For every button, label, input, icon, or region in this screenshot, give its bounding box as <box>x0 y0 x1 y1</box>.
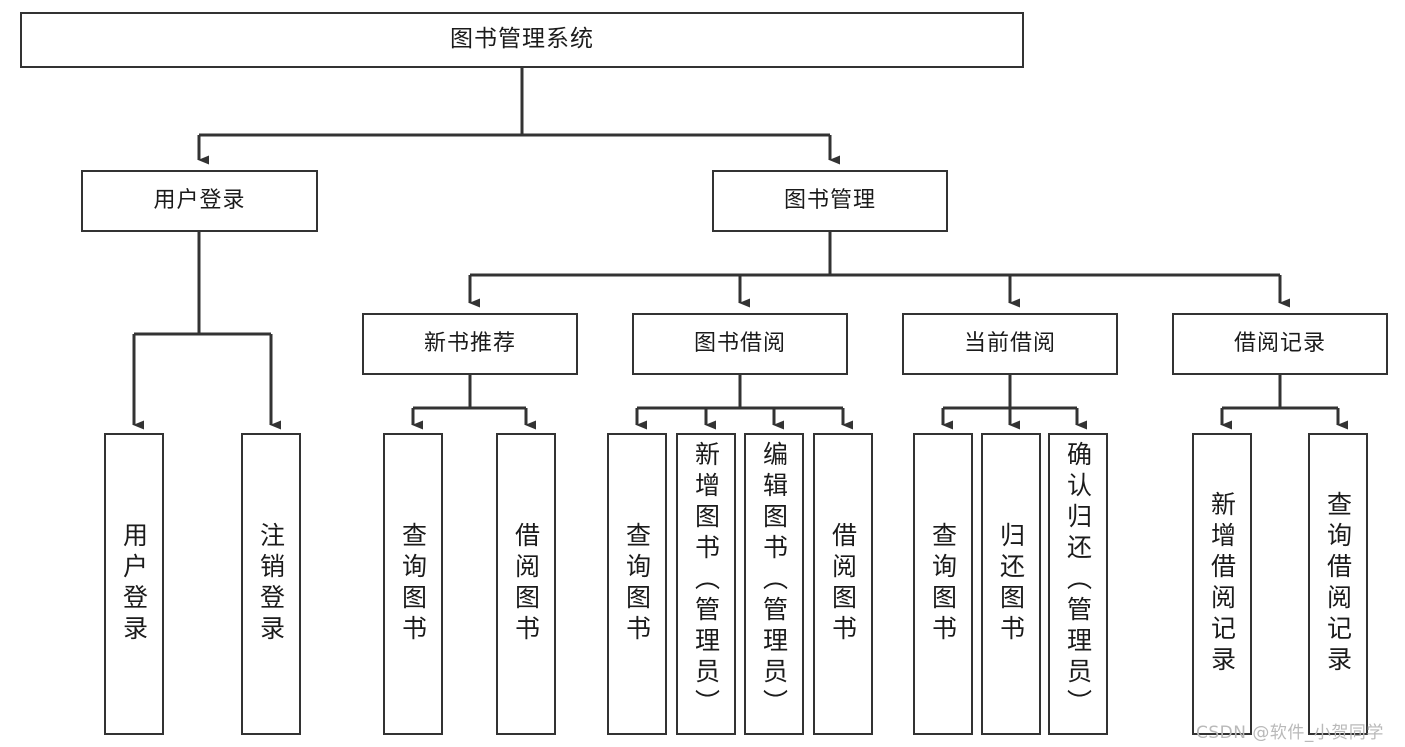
node-root[interactable]: 图书管理系统 <box>20 12 1024 68</box>
node-leaf-add-record-label: 新增借阅记录 <box>1207 491 1237 677</box>
node-leaf-query-book-3-label: 查询图书 <box>928 522 958 646</box>
node-book-manage[interactable]: 图书管理 <box>712 170 948 232</box>
node-user-login-label: 用户登录 <box>153 188 246 214</box>
node-current-borrow-label: 当前借阅 <box>963 331 1056 357</box>
node-leaf-return-book[interactable]: 归还图书 <box>981 433 1041 735</box>
node-user-login[interactable]: 用户登录 <box>81 170 318 232</box>
node-leaf-add-record[interactable]: 新增借阅记录 <box>1192 433 1252 735</box>
node-leaf-add-book[interactable]: 新增图书（管理员） <box>676 433 736 735</box>
node-leaf-return-book-label: 归还图书 <box>996 522 1026 646</box>
node-leaf-user-logout[interactable]: 注销登录 <box>241 433 301 735</box>
node-book-manage-label: 图书管理 <box>783 188 876 214</box>
csdn-watermark: CSDN @软件_小贺同学 <box>1196 723 1384 743</box>
node-leaf-confirm-return[interactable]: 确认归还（管理员） <box>1048 433 1108 735</box>
node-leaf-user-login-label: 用户登录 <box>119 522 149 646</box>
node-new-book-recommend-label: 新书推荐 <box>423 331 516 357</box>
node-leaf-borrow-book-2-label: 借阅图书 <box>828 522 858 646</box>
node-borrow-record[interactable]: 借阅记录 <box>1172 313 1388 375</box>
node-leaf-borrow-book-2[interactable]: 借阅图书 <box>813 433 873 735</box>
node-leaf-query-record-label: 查询借阅记录 <box>1323 491 1353 677</box>
node-leaf-query-book-2-label: 查询图书 <box>622 522 652 646</box>
node-borrow-record-label: 借阅记录 <box>1233 331 1326 357</box>
node-leaf-confirm-return-label: 确认归还（管理员） <box>1063 441 1093 720</box>
node-leaf-user-login[interactable]: 用户登录 <box>104 433 164 735</box>
node-leaf-user-logout-label: 注销登录 <box>256 522 286 646</box>
node-new-book-recommend[interactable]: 新书推荐 <box>362 313 578 375</box>
node-leaf-add-book-label: 新增图书（管理员） <box>691 441 721 720</box>
node-leaf-query-book-3[interactable]: 查询图书 <box>913 433 973 735</box>
node-leaf-query-record[interactable]: 查询借阅记录 <box>1308 433 1368 735</box>
node-book-borrow-label: 图书借阅 <box>693 331 786 357</box>
node-leaf-edit-book[interactable]: 编辑图书（管理员） <box>744 433 804 735</box>
node-leaf-edit-book-label: 编辑图书（管理员） <box>759 441 789 720</box>
node-leaf-query-book-1[interactable]: 查询图书 <box>383 433 443 735</box>
node-root-label: 图书管理系统 <box>450 26 594 53</box>
node-leaf-query-book-1-label: 查询图书 <box>398 522 428 646</box>
node-current-borrow[interactable]: 当前借阅 <box>902 313 1118 375</box>
node-leaf-borrow-book-1-label: 借阅图书 <box>511 522 541 646</box>
node-book-borrow[interactable]: 图书借阅 <box>632 313 848 375</box>
node-leaf-query-book-2[interactable]: 查询图书 <box>607 433 667 735</box>
node-leaf-borrow-book-1[interactable]: 借阅图书 <box>496 433 556 735</box>
